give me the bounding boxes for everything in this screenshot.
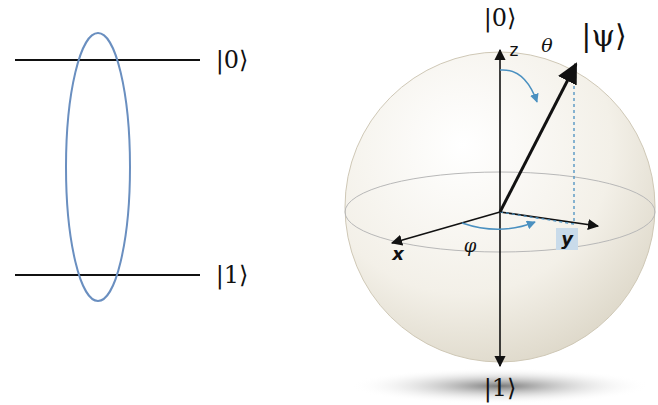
x-axis xyxy=(392,212,500,243)
axis-label: y xyxy=(561,230,573,248)
level-line xyxy=(15,274,200,276)
z-axis xyxy=(499,50,501,212)
y-highlight xyxy=(556,228,578,250)
ket-label: |1⟩ xyxy=(484,376,517,400)
projection-line xyxy=(573,68,574,224)
ket-label: |0⟩ xyxy=(216,48,249,72)
angle-label: θ xyxy=(541,36,552,55)
z-axis xyxy=(499,212,501,366)
axis-label: x xyxy=(392,245,404,263)
axis-label: z xyxy=(510,42,519,59)
angle-label: φ xyxy=(464,237,477,255)
theta-arc xyxy=(500,70,537,102)
state-vector xyxy=(500,64,576,212)
projection-line xyxy=(500,212,574,224)
superposition-ellipse xyxy=(66,33,130,301)
ket-label: |ψ⟩ xyxy=(581,21,626,51)
phi-arc xyxy=(462,222,535,229)
y-axis xyxy=(500,212,598,226)
sphere-shadow xyxy=(350,368,650,404)
level-line xyxy=(15,59,200,61)
ket-label: |1⟩ xyxy=(216,263,249,287)
ket-label: |0⟩ xyxy=(484,6,517,30)
